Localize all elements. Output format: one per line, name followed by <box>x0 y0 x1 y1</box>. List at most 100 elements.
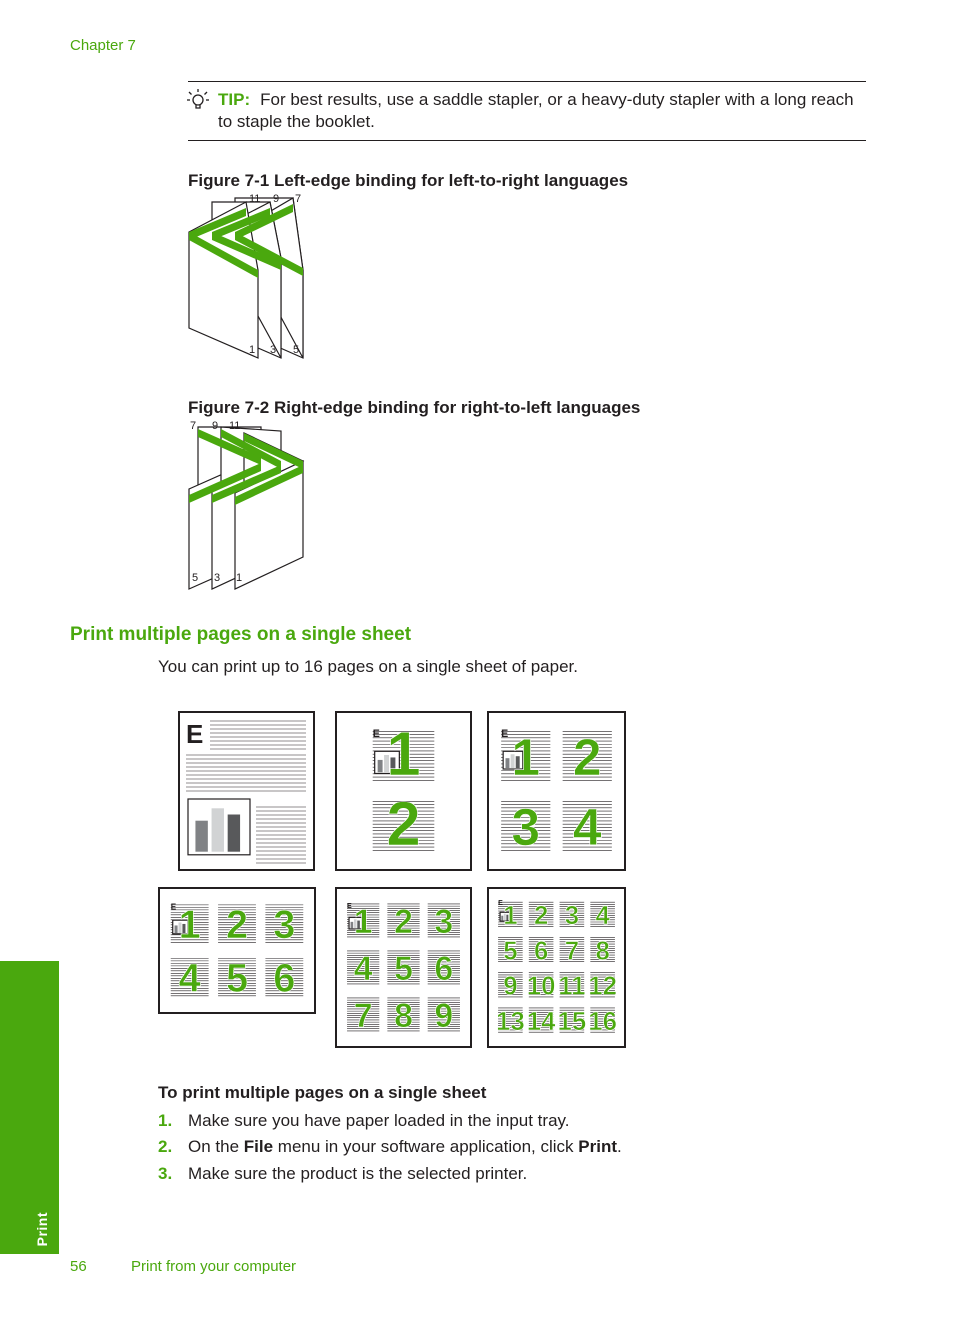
mini-page-letter: E <box>171 902 177 911</box>
mini-page-number: 2 <box>394 903 413 941</box>
section-title: Print multiple pages on a single sheet <box>70 624 412 645</box>
footer-section: Print from your computer <box>131 1258 297 1275</box>
mini-page-number: 11 <box>558 973 585 1001</box>
mini-page-number: 1 <box>503 902 517 930</box>
mini-page-number: 5 <box>503 937 517 965</box>
fig1-top-9: 9 <box>273 193 279 205</box>
figure-2-caption: Figure 7-2 Right-edge binding for right-… <box>188 398 641 417</box>
fig2-top-11: 11 <box>229 420 240 432</box>
mini-page-number: 2 <box>573 728 602 786</box>
chart-icon-bar <box>515 756 520 769</box>
mini-page-letter: E <box>347 902 352 910</box>
right-edge-binding-figure: 7 9 11 5 3 1 <box>188 420 305 590</box>
fig1-top-7: 7 <box>295 193 301 205</box>
step-2-post: . <box>617 1137 622 1156</box>
chart-icon-bar <box>227 814 241 852</box>
mini-page-number: 3 <box>565 902 579 930</box>
fig1-bottom-1: 1 <box>249 344 255 356</box>
mini-page-number: 4 <box>595 902 610 930</box>
tip-bottom-rule <box>188 140 866 141</box>
fig2-bottom-5: 5 <box>192 572 198 584</box>
mini-page-number: 1 <box>179 903 201 947</box>
mini-page-number: 7 <box>354 997 373 1035</box>
mini-page-number: 6 <box>434 950 453 988</box>
mini-page-number: 14 <box>527 1008 556 1036</box>
chapter-label: Chapter 7 <box>70 37 136 54</box>
chart-icon-bar <box>195 820 208 852</box>
fig2-top-7: 7 <box>190 420 196 432</box>
fig1-bottom-5: 5 <box>293 344 299 356</box>
chart-icon-bar <box>353 919 357 929</box>
step-1-text: Make sure you have paper loaded in the i… <box>188 1111 570 1130</box>
mini-page-number: 4 <box>573 798 602 856</box>
mini-page-number: 8 <box>394 997 413 1035</box>
mini-page-number: 3 <box>273 903 295 947</box>
mini-page-number: 6 <box>273 957 295 1001</box>
tip-text: TIP:For best results, use a saddle stapl… <box>218 89 866 133</box>
step-2-file-menu: File <box>243 1137 274 1156</box>
step-2-pre: On the <box>188 1137 244 1156</box>
chart-icon-bar <box>211 808 224 852</box>
mini-page-number: 15 <box>558 1008 587 1036</box>
mini-page-letter: E <box>501 728 508 740</box>
mini-page-number: 7 <box>565 937 579 965</box>
step-3: 3. Make sure the product is the selected … <box>158 1164 527 1184</box>
mini-page-number: 1 <box>511 728 540 786</box>
fig1-top-11: 11 <box>249 193 260 205</box>
tip-top-rule <box>188 81 866 82</box>
mini-page-number: 5 <box>226 957 248 1001</box>
fig1-bottom-3: 3 <box>270 344 276 356</box>
chart-icon-bar <box>390 757 396 773</box>
mini-page-number: 4 <box>354 950 373 988</box>
sheet-1-letter: E <box>186 719 203 749</box>
step-3-text: Make sure the product is the selected pr… <box>188 1164 528 1183</box>
mini-page-letter: E <box>498 900 503 907</box>
mini-page-letter: E <box>373 728 380 740</box>
step-2-number: 2. <box>158 1137 173 1156</box>
tip-label: TIP: <box>218 90 251 109</box>
figure-1-caption: Figure 7-1 Left-edge binding for left-to… <box>188 171 629 190</box>
step-3-number: 3. <box>158 1164 173 1183</box>
mini-page-number: 1 <box>354 903 373 941</box>
chart-icon-bar <box>377 759 383 773</box>
step-1: 1. Make sure you have paper loaded in the… <box>158 1111 569 1131</box>
step-1-number: 1. <box>158 1111 173 1130</box>
left-edge-binding-figure: 11 9 7 1 3 5 <box>188 193 304 359</box>
chart-icon-bar <box>174 925 178 934</box>
step-2-mid: menu in your software application, click <box>273 1137 579 1156</box>
tip-body: For best results, use a saddle stapler, … <box>218 90 854 131</box>
chart-icon-bar <box>505 758 510 769</box>
mini-page-number: 5 <box>394 950 413 988</box>
fig2-bottom-1: 1 <box>236 572 242 584</box>
mini-page-number: 6 <box>534 937 548 965</box>
mini-page-number: 10 <box>527 973 556 1001</box>
mini-page-number: 1 <box>386 720 420 789</box>
chart-icon-bar <box>384 754 389 773</box>
sheet-6-up <box>158 887 316 1014</box>
step-2-print-command: Print <box>578 1137 617 1156</box>
side-tab: Print <box>0 961 59 1254</box>
page-number: 56 <box>70 1258 87 1275</box>
mini-page-number: 3 <box>511 798 540 856</box>
mini-page-number: 3 <box>434 903 453 941</box>
step-2: 2. On the File menu in your software appl… <box>158 1137 622 1157</box>
mini-page-number: 2 <box>386 790 420 859</box>
lightbulb-icon <box>187 89 209 109</box>
mini-page-number: 13 <box>496 1008 525 1036</box>
fig2-bottom-3: 3 <box>214 572 220 584</box>
chart-icon-bar <box>510 754 515 769</box>
chart-icon-bar <box>506 914 509 921</box>
mini-page-number: 4 <box>179 957 201 1001</box>
side-tab-label: Print <box>34 1211 50 1246</box>
mini-page-number: 9 <box>434 997 453 1035</box>
chart-icon-bar <box>182 923 186 934</box>
sheet-9-up <box>335 887 472 1048</box>
mini-page-number: 8 <box>595 937 609 965</box>
chart-icon-bar <box>501 915 504 921</box>
chart-icon-bar <box>350 921 354 929</box>
chart-icon-bar <box>178 922 182 934</box>
mini-page-number: 16 <box>588 1008 617 1036</box>
mini-page-number: 12 <box>588 973 617 1001</box>
